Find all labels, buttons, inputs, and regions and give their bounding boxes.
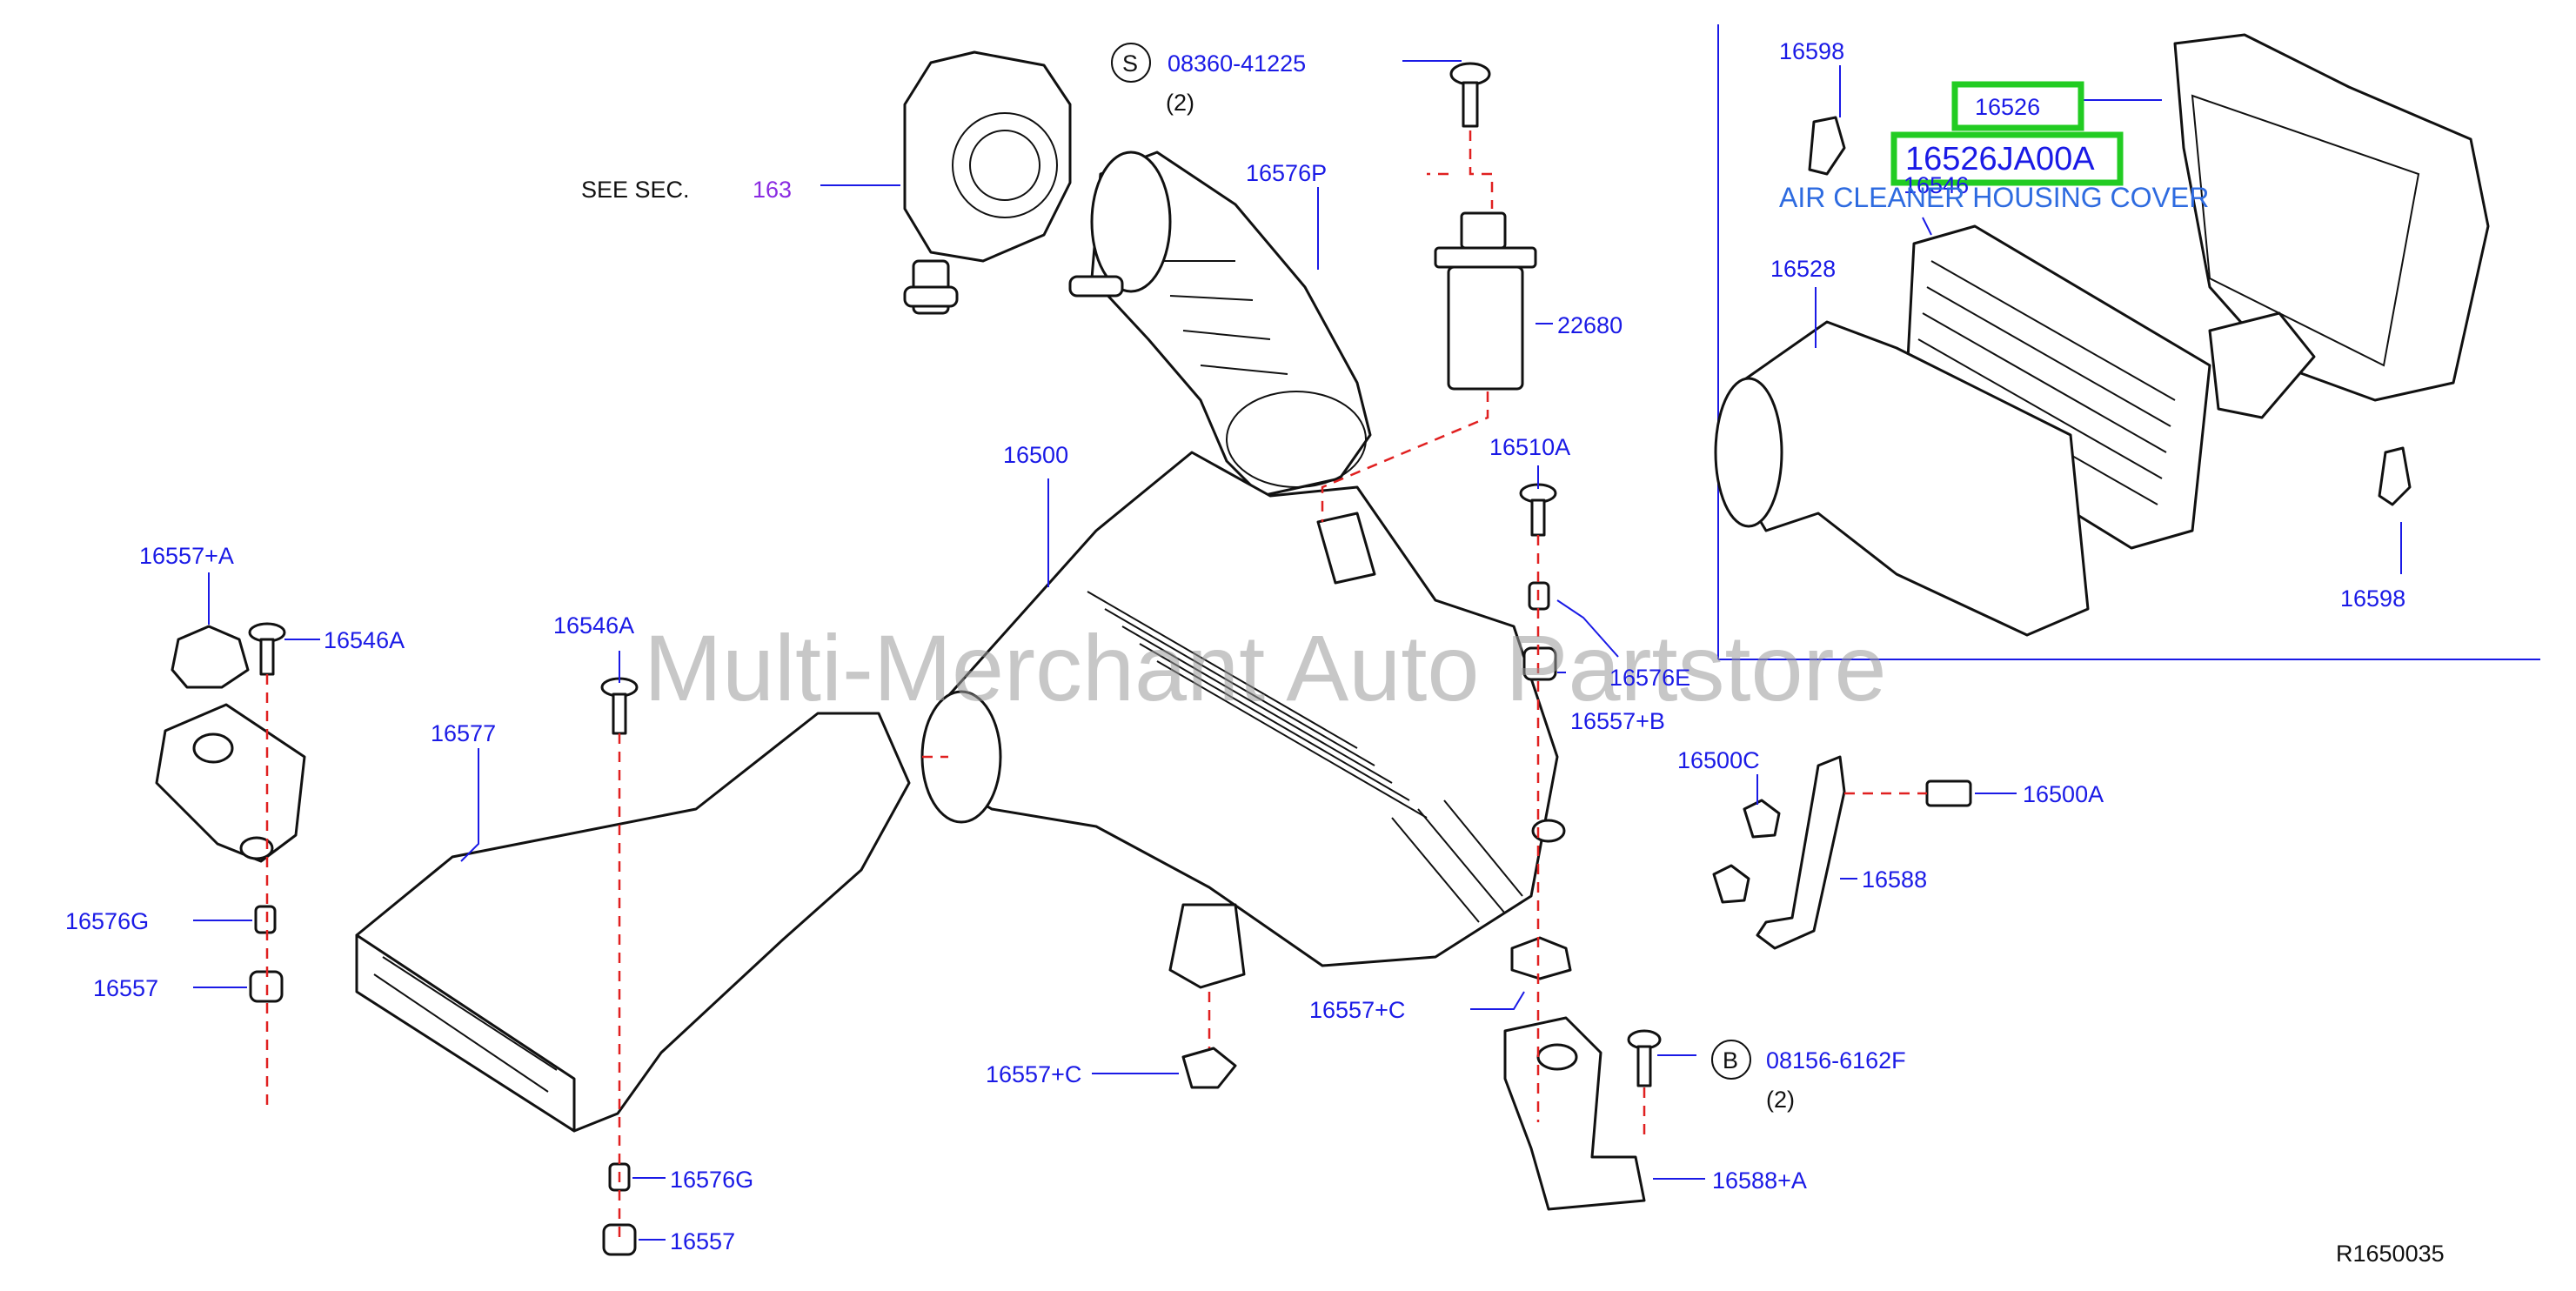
label-16576e[interactable]: 16576E <box>1609 665 1690 691</box>
air-cleaner-body-drawing <box>920 451 1566 989</box>
bolt-08360-drawing <box>1449 62 1491 128</box>
label-16500a[interactable]: 16500A <box>2023 781 2104 807</box>
label-16528[interactable]: 16528 <box>1770 256 1836 282</box>
inset-frame <box>1717 24 2540 660</box>
label-16576g-bottom[interactable]: 16576G <box>670 1167 753 1193</box>
symbol-b: B <box>1723 1047 1738 1074</box>
label-16557-b[interactable]: 16557+B <box>1570 708 1665 734</box>
intake-hose-drawing <box>1068 151 1372 498</box>
symbol-s: S <box>1122 50 1138 77</box>
leader-lines <box>193 60 2402 1241</box>
label-16546[interactable]: 16546 <box>1904 172 1969 198</box>
right-hardware-drawing <box>1503 483 1972 1211</box>
label-16557-a[interactable]: 16557+A <box>139 543 234 569</box>
symbol-b-circle <box>1711 1040 1751 1080</box>
label-16576p[interactable]: 16576P <box>1246 160 1327 186</box>
inset-parts-drawing <box>1714 33 2490 637</box>
label-16526ja00a[interactable]: 16526JA00A <box>1905 141 2095 177</box>
left-hardware-drawing <box>171 622 1237 1256</box>
label-16526[interactable]: 16526 <box>1975 94 2040 120</box>
label-16500c[interactable]: 16500C <box>1677 747 1760 773</box>
diagram-reference-code: R1650035 <box>2336 1241 2445 1267</box>
label-08360-41225[interactable]: 08360-41225 <box>1168 50 1306 77</box>
label-sec-163[interactable]: 163 <box>753 177 792 203</box>
label-16510a[interactable]: 16510A <box>1489 434 1570 460</box>
maf-sensor-drawing <box>1434 211 1537 391</box>
highlight-box-16526ja00a <box>1890 131 2124 186</box>
label-16500[interactable]: 16500 <box>1003 442 1068 468</box>
symbol-s-circle <box>1111 43 1151 83</box>
label-22680[interactable]: 22680 <box>1557 312 1623 338</box>
label-16546a-mid[interactable]: 16546A <box>553 612 634 639</box>
label-16588[interactable]: 16588 <box>1862 866 1927 893</box>
label-16546a-left[interactable]: 16546A <box>324 627 405 653</box>
throttle-body-drawing <box>903 50 1072 315</box>
label-16557-c-right[interactable]: 16557+C <box>1309 997 1405 1023</box>
label-08360-qty: (2) <box>1166 90 1194 116</box>
label-16557-c-left[interactable]: 16557+C <box>986 1061 1081 1087</box>
label-16588-a[interactable]: 16588+A <box>1712 1167 1807 1194</box>
highlight-box-16526 <box>1951 81 2084 131</box>
assembly-dashed-lines <box>265 130 1927 1244</box>
label-08156-6162f[interactable]: 08156-6162F <box>1766 1047 1906 1074</box>
label-16557-bottom[interactable]: 16557 <box>670 1228 735 1254</box>
label-see-sec: SEE SEC. <box>581 177 690 203</box>
air-duct-drawing <box>155 703 911 1133</box>
label-16577[interactable]: 16577 <box>431 720 496 746</box>
label-16598-bottom[interactable]: 16598 <box>2340 585 2405 612</box>
label-08156-qty: (2) <box>1766 1087 1795 1113</box>
label-16557-left[interactable]: 16557 <box>93 975 158 1001</box>
label-air-cleaner-housing-cover: AIR CLEANER HOUSING COVER <box>1779 182 2209 213</box>
label-16598-top[interactable]: 16598 <box>1779 38 1844 64</box>
label-16576g-left[interactable]: 16576G <box>65 908 149 934</box>
watermark: Multi-Merchant Auto Partstore <box>644 615 1887 720</box>
